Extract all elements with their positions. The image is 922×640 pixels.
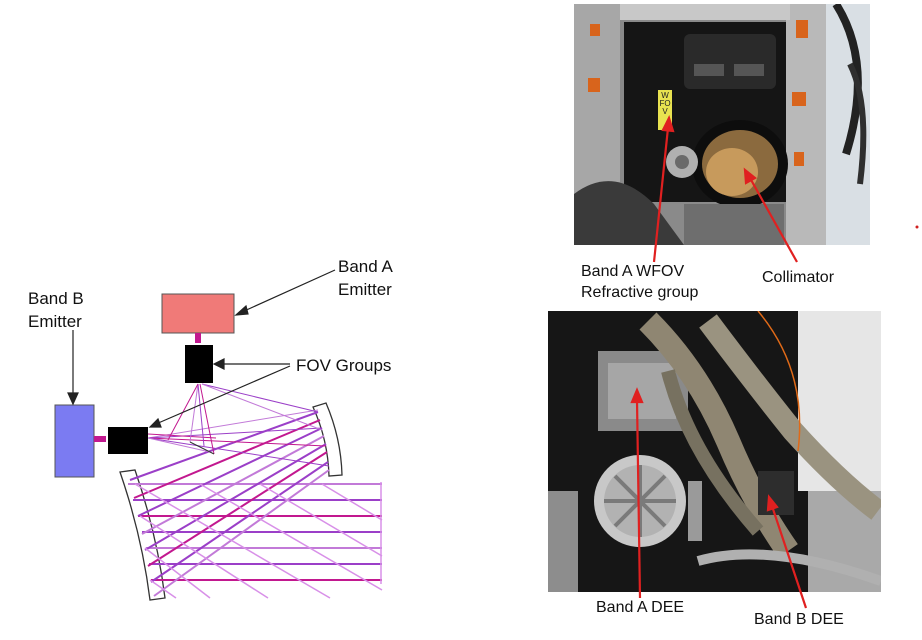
- band-b-emitter-box: [54, 404, 95, 478]
- band-a-fan: [167, 383, 323, 455]
- band-b-dee-label: Band B DEE: [754, 611, 844, 628]
- band-b-emitter-label-line1: Band B: [28, 289, 84, 308]
- band-a-dee-label: Band A DEE: [596, 599, 685, 616]
- wfov-lens-tag: WFOV: [659, 91, 671, 116]
- wfov-label-line2: Refractive group: [581, 284, 699, 301]
- band-b-fan: [147, 409, 330, 467]
- primary-mirror: [119, 469, 166, 601]
- photo-top: WFOV: [574, 4, 870, 245]
- fov-groups-label: FOV Groups: [296, 356, 392, 375]
- band-b-emitter-label-line2: Emitter: [28, 312, 82, 331]
- wfov-label-line1: Band A WFOV: [581, 263, 685, 280]
- band-a-emitter-box: [161, 293, 235, 334]
- photo-bottom: [548, 311, 881, 592]
- ray-bundle: [128, 411, 383, 599]
- diagram-callouts: [67, 269, 336, 428]
- band-b-fov-group: [108, 427, 148, 454]
- collimator-label: Collimator: [762, 269, 835, 286]
- band-a-emitter-label-line2: Emitter: [338, 280, 392, 299]
- band-a-emitter-label-line1: Band A: [338, 257, 393, 276]
- band-a-fov-group: [185, 345, 213, 383]
